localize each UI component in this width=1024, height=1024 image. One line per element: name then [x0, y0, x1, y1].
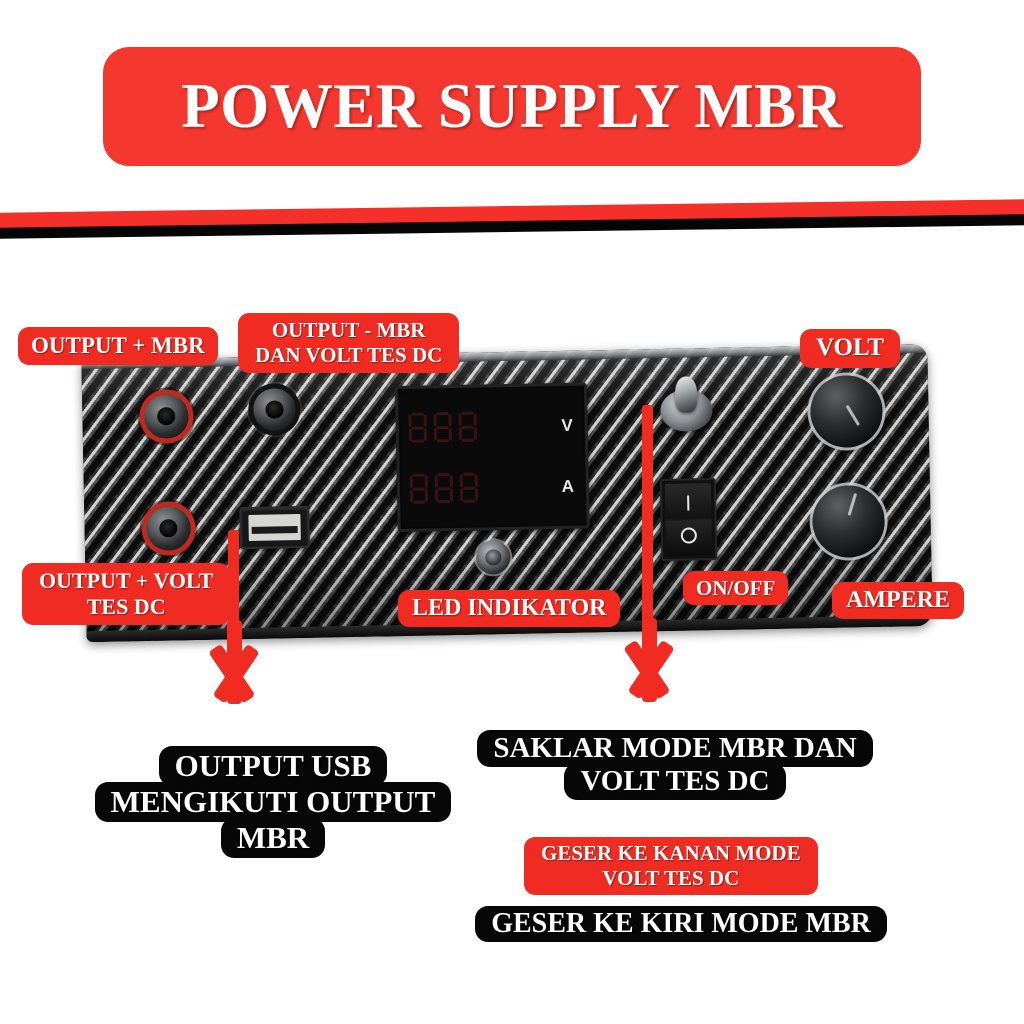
callout-text-line2: VOLT TES DC [564, 763, 786, 800]
volt-unit-label: V [561, 415, 573, 435]
label-ampere: AMPERE [832, 582, 964, 620]
knob-pointer [845, 404, 860, 427]
label-text-line1: OUTPUT + VOLT [30, 568, 223, 594]
label-text-line2: DAN VOLT TES DC [246, 343, 452, 368]
rocker-face[interactable] [664, 483, 713, 556]
callout-text-line1: OUTPUT USB [158, 746, 388, 786]
digital-volt-ampere-meter: V [394, 382, 590, 533]
digit [433, 412, 452, 443]
ampere-digits [409, 473, 479, 505]
usb-slot [251, 525, 298, 534]
label-text: OUTPUT + MBR [31, 333, 205, 358]
led-core [485, 549, 502, 566]
label-text-line1: GESER KE KANAN MODE [532, 841, 810, 866]
callout-text-line3: MBR [220, 818, 326, 858]
usb-pointer-line [228, 530, 239, 640]
label-text: ON/OFF [696, 576, 776, 600]
knob-pointer [847, 493, 857, 517]
ampere-unit-label: A [561, 476, 575, 496]
label-text: VOLT [816, 334, 885, 361]
meter-row-volt: V [408, 398, 575, 455]
meter-row-ampere: A [409, 459, 576, 516]
usb-inner-plate [247, 514, 302, 541]
digit [408, 413, 427, 444]
page-title: POWER SUPPLY MBR [181, 71, 843, 141]
label-text-line1: OUTPUT - MBR [262, 318, 435, 343]
digit [458, 412, 477, 443]
divider [0, 189, 1024, 243]
rocker-on-mark [687, 495, 690, 511]
callout-text-line2: MENGIKUTI OUTPUT [94, 782, 452, 822]
digit [434, 473, 454, 504]
label-geser-kanan: GESER KE KANAN MODE VOLT TES DC [524, 837, 818, 895]
label-text: LED INDIKATOR [412, 595, 607, 621]
label-text-line2: VOLT TES DC [593, 866, 749, 891]
rocker-off-mark [680, 527, 697, 544]
label-output-plus-volt-test: OUTPUT + VOLT TES DC [22, 563, 231, 625]
label-on-off: ON/OFF [683, 571, 789, 606]
label-output-minus-mbr: OUTPUT - MBR DAN VOLT TES DC [238, 313, 460, 373]
callout-text-line1: SAKLAR MODE MBR DAN [477, 730, 873, 767]
label-led-indikator: LED INDIKATOR [398, 590, 621, 628]
label-volt: VOLT [800, 329, 901, 368]
jack-hole [157, 407, 176, 426]
jack-hole [159, 519, 179, 538]
digit [459, 473, 479, 504]
volt-digits [408, 412, 477, 444]
saklar-arrow [618, 618, 680, 728]
digit [409, 474, 429, 505]
meter-display: V [402, 389, 583, 525]
label-text: AMPERE [846, 587, 950, 613]
label-text-line2: TES DC [77, 594, 175, 620]
label-output-plus-mbr: OUTPUT + MBR [18, 327, 218, 366]
usb-port[interactable] [239, 505, 311, 550]
callout-geser-kiri: GESER KE KIRI MODE MBR [472, 906, 890, 942]
toggle-pointer-line [642, 405, 653, 635]
usb-arrow [203, 620, 265, 730]
power-rocker-switch[interactable] [659, 477, 718, 562]
callout-saklar-mode: SAKLAR MODE MBR DAN VOLT TES DC [460, 730, 890, 800]
callout-usb-note: OUTPUT USB MENGIKUTI OUTPUT MBR [68, 746, 478, 858]
toggle-lever[interactable] [674, 376, 698, 413]
title-banner: POWER SUPPLY MBR [103, 47, 921, 166]
mode-toggle-switch[interactable] [660, 376, 713, 435]
callout-text-line1: GESER KE KIRI MODE MBR [475, 906, 887, 942]
jack-hole [265, 400, 284, 419]
